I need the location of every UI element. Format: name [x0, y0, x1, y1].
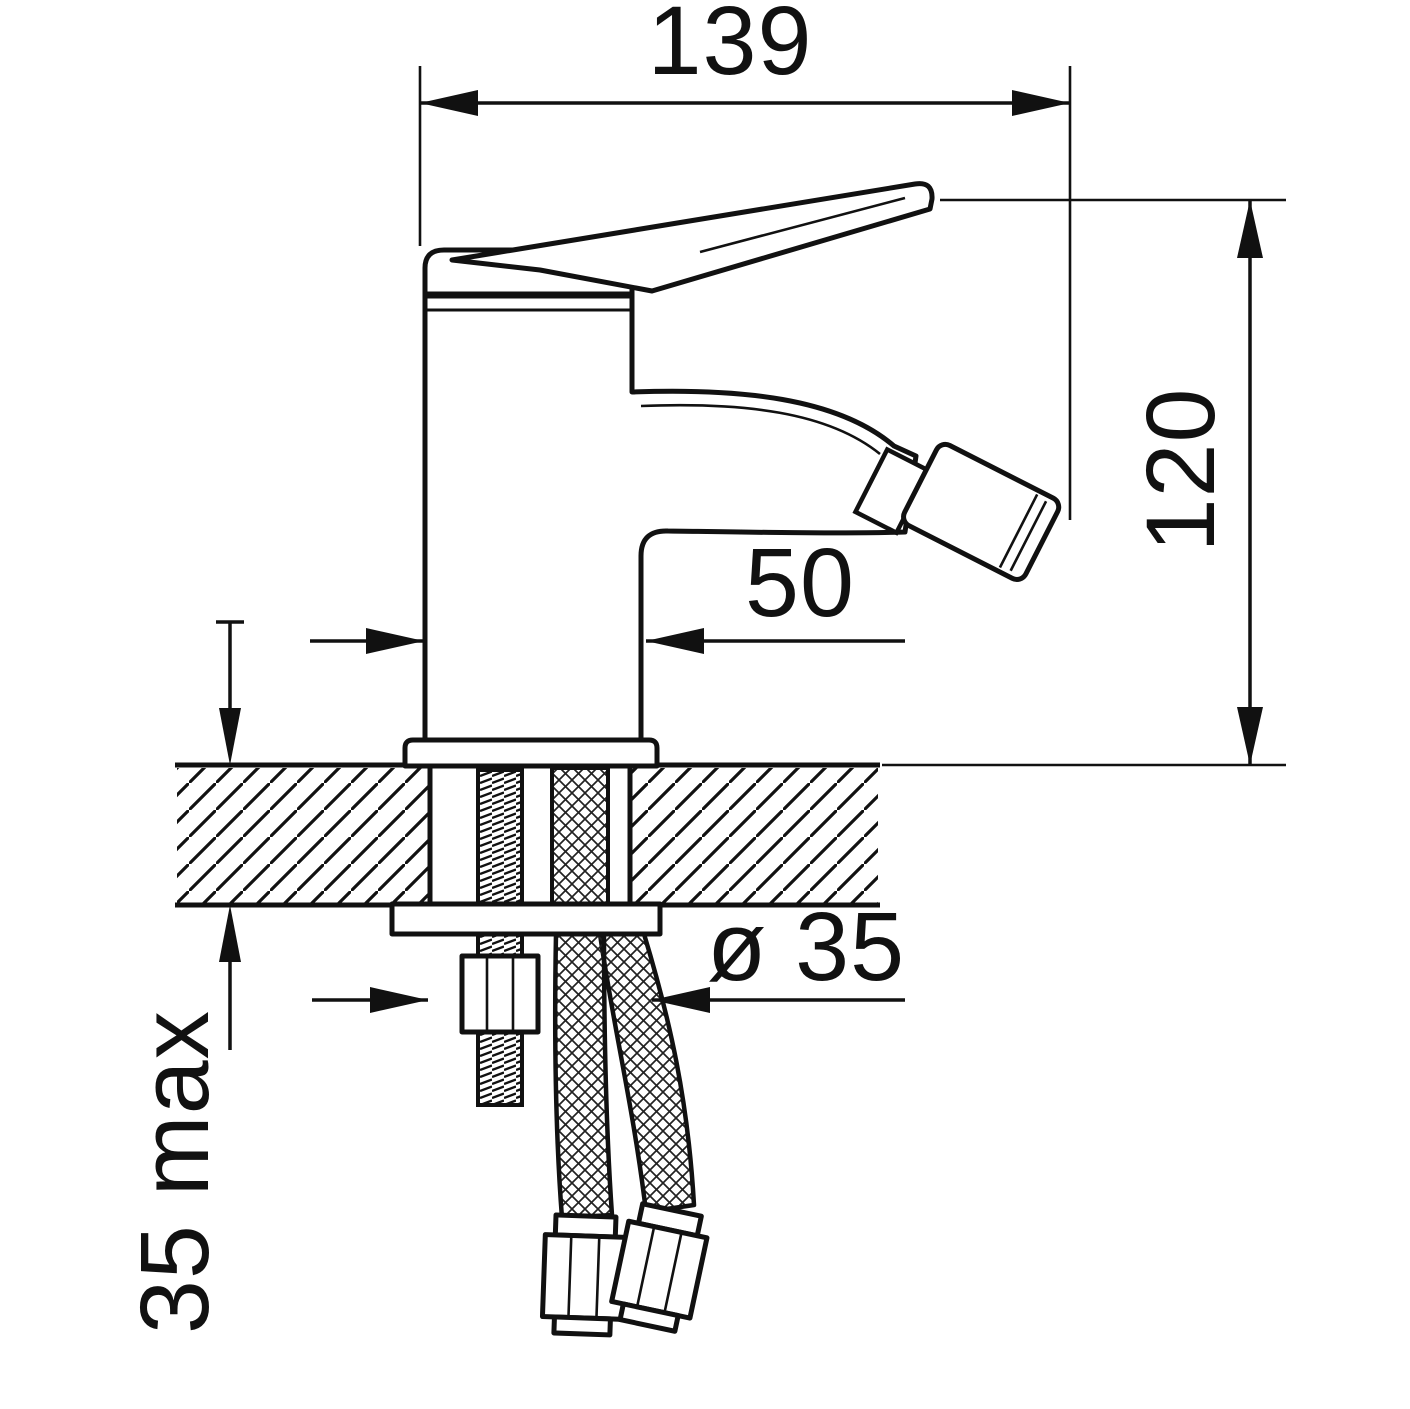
hose-in-hole [550, 766, 610, 920]
dim-arrowhead-left [420, 90, 478, 116]
dim-arrowhead-left [366, 628, 424, 654]
dimension-height-120: 120 [882, 198, 1286, 767]
dimension-offset-label: 50 [745, 528, 855, 637]
aerator-outlet [852, 441, 1062, 582]
base-flange [402, 737, 660, 769]
dim-arrowhead-right [1012, 90, 1070, 116]
flexible-hose-left [553, 931, 615, 1221]
stud-nut [459, 953, 541, 1035]
clamp-plate [389, 901, 663, 937]
spout-inner-line [640, 403, 881, 456]
hose-connector-right [609, 1201, 710, 1334]
countertop-section [175, 762, 880, 908]
countertop-hatch-left [177, 768, 428, 903]
dimension-deck-thickness-label: 35 max [120, 1010, 229, 1334]
faucet-body [402, 181, 1062, 769]
threaded-stud [476, 768, 524, 1107]
dimension-height-label: 120 [1126, 388, 1235, 553]
body-and-spout-outline [422, 247, 919, 743]
dimension-offset-50: 50 [310, 528, 905, 654]
dim-arrowhead-left [370, 987, 428, 1013]
mounting-hardware [389, 766, 710, 1338]
hose-connector-left [539, 1212, 628, 1338]
dim-arrowhead-bottom [1237, 707, 1263, 765]
dim-arrowhead-up [219, 905, 241, 962]
flexible-hose-right [597, 931, 697, 1215]
dimension-deck-thickness: 35 max [120, 620, 244, 1334]
dimension-hole-diameter: ø 35 [312, 892, 905, 1013]
dim-arrowhead-right [646, 628, 704, 654]
dimension-width-139: 139 [418, 0, 1072, 520]
dim-arrowhead-top [1237, 200, 1263, 258]
lever-highlight-line [699, 196, 906, 254]
dimension-width-label: 139 [648, 0, 813, 95]
dim-arrowhead-down [219, 708, 241, 765]
dimension-hole-diameter-label: ø 35 [707, 892, 905, 1001]
dim-arrowhead-right [652, 987, 710, 1013]
lever-handle [449, 181, 935, 294]
countertop-hatch-right [632, 768, 878, 903]
